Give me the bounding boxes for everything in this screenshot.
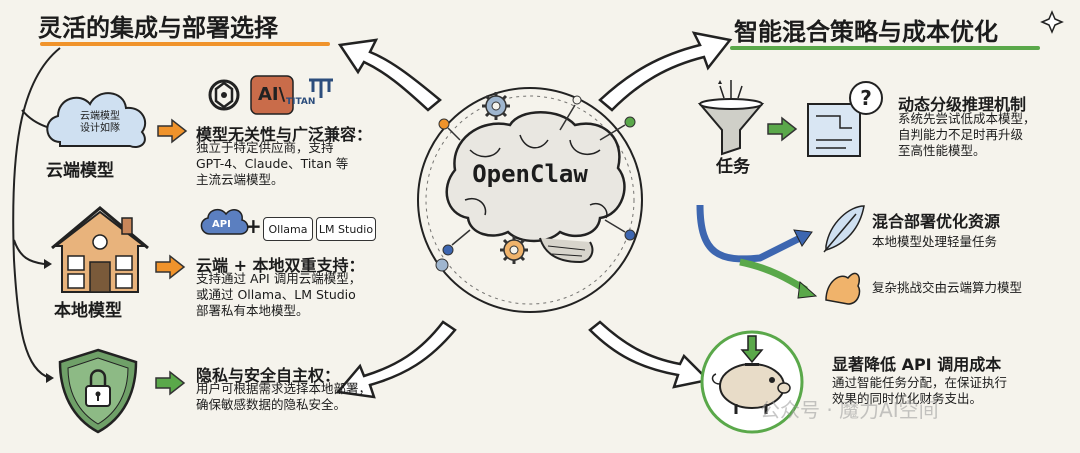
- local-heading: 云端 + 本地双重支持：: [196, 256, 365, 275]
- hybrid-heading: 混合部署优化资源: [872, 212, 1001, 231]
- dynamic-body: 系统先尝试低成本模型， 自判能力不足时再升级 至高性能模型。: [898, 111, 1036, 158]
- api-cloud-icon: [200, 208, 249, 235]
- arrow-to-bottom-left: [335, 320, 457, 399]
- piggy-bank-icon: [700, 330, 804, 434]
- cost-body: 通过智能任务分配，在保证执行 效果的同时优化财务支出。: [832, 375, 1008, 406]
- left-connector-branch-cloud: [21, 109, 51, 129]
- local-model-label: 本地模型: [54, 301, 122, 321]
- arrow-to-top-right: [598, 31, 733, 112]
- cloud-model-label: 云端模型: [46, 161, 114, 181]
- right-title-underline: [730, 46, 1040, 50]
- cloud-body: 独立于特定供应商，支持 GPT-4、Claude、Titan 等 主流云端模型。: [196, 140, 349, 187]
- watermark-text: 公众号 · 魔力AI空间: [760, 398, 939, 422]
- green-arrow-right-1: [767, 116, 798, 142]
- orange-arrow-2: [155, 254, 186, 280]
- center-product-name: OpenClaw: [472, 160, 588, 188]
- brain-icon: [445, 111, 626, 264]
- left-section-title: 灵活的集成与部署选择: [38, 14, 278, 42]
- api-chip-text: API: [212, 219, 231, 230]
- center-outer-circle: [417, 87, 643, 313]
- flexed-arm-icon: [825, 272, 861, 305]
- document-question-icon: ?: [807, 81, 883, 157]
- cost-heading: 显著降低 API 调用成本: [832, 355, 1002, 374]
- titan-logo-icon: [309, 78, 333, 98]
- sparkle-icon: [1040, 10, 1064, 34]
- feather-icon: [823, 205, 865, 253]
- privacy-body: 用户可根据需求选择本地部署， 确保敏感数据的隐私安全。: [196, 381, 372, 412]
- right-section-title: 智能混合策略与成本优化: [734, 18, 998, 46]
- green-arrow-left: [155, 370, 186, 396]
- funnel-icon: [697, 80, 765, 156]
- gear-icon-orange: [500, 236, 528, 264]
- hybrid-line-2: 复杂挑战交由云端算力模型: [872, 280, 1023, 295]
- dynamic-heading: 动态分级推理机制: [898, 95, 1027, 114]
- titan-logo-text: TITAN: [286, 97, 316, 107]
- anthropic-logo-tile: [250, 75, 294, 115]
- ollama-chip: Ollama: [263, 217, 313, 241]
- split-path-arrows: [696, 204, 818, 299]
- cloud-icon: [46, 92, 147, 148]
- privacy-heading: 隐私与安全自主权：: [196, 366, 341, 385]
- left-connector-line: [12, 47, 61, 379]
- gear-icon-blue: [482, 92, 510, 120]
- task-label: 任务: [716, 157, 750, 177]
- left-connector-branch-house: [13, 239, 45, 265]
- arrow-to-top-left: [337, 38, 442, 112]
- network-nodes: [435, 95, 636, 272]
- house-icon: [51, 206, 149, 293]
- orange-arrow-1: [157, 118, 188, 144]
- hybrid-line-1: 本地模型处理轻量任务: [872, 234, 998, 249]
- cloud-inner-text: 云端模型 设计如隊: [80, 111, 120, 134]
- svg-text:?: ?: [860, 86, 872, 110]
- anthropic-logo-text: AI\: [258, 84, 286, 105]
- local-body: 支持通过 API 调用云端模型， 或通过 Ollama、LM Studio 部署…: [196, 271, 362, 318]
- arrow-to-bottom-right: [588, 320, 711, 389]
- openai-logo-icon: [208, 79, 240, 111]
- left-title-underline: [40, 42, 330, 46]
- plus-sign: +: [245, 214, 262, 238]
- lmstudio-chip: LM Studio: [316, 217, 376, 241]
- cloud-heading: 模型无关性与广泛兼容：: [196, 125, 373, 144]
- shield-lock-icon: [58, 348, 138, 434]
